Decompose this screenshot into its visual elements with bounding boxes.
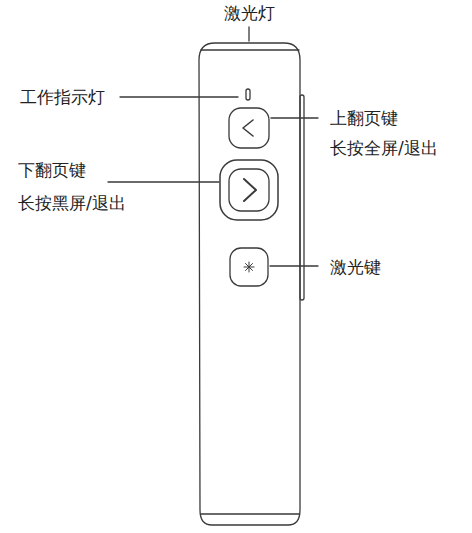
function-label: 长按全屏/退出 (330, 137, 438, 159)
device-body (199, 43, 300, 525)
button-label: 下翻页键 (18, 159, 86, 181)
button-label: 激光键 (330, 256, 381, 278)
leader-line (108, 181, 219, 182)
part-label: 激光灯 (224, 2, 275, 24)
button-label: 上翻页键 (330, 107, 398, 129)
leader-line (271, 117, 318, 118)
leader-line (270, 265, 318, 266)
laser-button (230, 248, 268, 286)
leader-line (120, 96, 238, 97)
left-chevron (243, 120, 253, 136)
right-chevron (244, 179, 256, 201)
up-button (229, 108, 269, 148)
down-button-outer (220, 160, 278, 220)
down-button-inner (229, 169, 269, 211)
leader-line (248, 27, 249, 41)
indicator-light (246, 89, 250, 100)
side-slider (300, 95, 304, 300)
function-label: 长按黑屏/退出 (18, 192, 126, 214)
part-label: 工作指示灯 (20, 86, 105, 108)
laser-star (244, 262, 254, 272)
top-cap-line (201, 49, 299, 50)
bottom-band-line (201, 513, 299, 514)
